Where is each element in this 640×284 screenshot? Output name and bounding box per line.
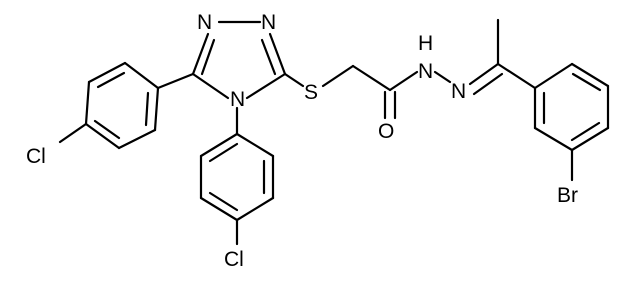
bond-c3-s <box>283 72 305 88</box>
bond-bottom-ring-inner-3 <box>208 142 239 163</box>
bond-bottom-ring-inner-2 <box>208 191 239 212</box>
bond-left-ring-inner-3 <box>144 91 150 127</box>
bond-left-ring-1 <box>123 61 160 90</box>
bond-bottom-ring-1 <box>235 132 275 158</box>
bond-c3-n4 <box>245 72 287 100</box>
bond-left-ring-3 <box>84 80 91 126</box>
bond-br-ring-2 <box>570 62 610 88</box>
atom-n-imine: N <box>451 80 466 103</box>
bond-br-ring-5 <box>533 126 574 152</box>
bond-n2-c3-double <box>260 38 277 76</box>
atom-nh-h: H <box>418 32 433 55</box>
bond-c5-n1 <box>191 32 210 76</box>
bond-n2-c3 <box>268 32 287 76</box>
bond-n-c-imine-double <box>472 72 504 96</box>
bond-left-ring-4 <box>84 122 121 150</box>
atom-n2: N <box>261 11 276 34</box>
bond-nh-n <box>433 70 452 84</box>
bond-left-ring-6 <box>153 86 160 132</box>
atom-cl-left: Cl <box>26 145 46 168</box>
atom-nh-n: N <box>418 60 433 83</box>
bond-n4-c5 <box>191 72 230 100</box>
bond-left-ring-2 <box>87 61 127 84</box>
atom-labels: N N N S O H N N Cl Cl Br <box>26 11 578 271</box>
bond-left-ring-inner-2 <box>93 119 121 140</box>
atom-n4: N <box>230 88 245 111</box>
atom-o: O <box>378 120 394 143</box>
bond-bottom-ring-4 <box>199 196 239 222</box>
bond-c5-n1-double <box>200 38 216 76</box>
bond-n-c-imine <box>468 62 500 86</box>
bond-bottom-ring-3 <box>235 196 275 222</box>
bond-left-ring-cl <box>58 122 88 144</box>
bond-bottom-ring-6 <box>199 132 239 158</box>
bond-br-ring-inner-2 <box>570 121 601 142</box>
bond-br-ring-4 <box>570 126 610 152</box>
bond-c5-left-ring <box>156 72 195 90</box>
bond-s-ch2 <box>321 64 355 88</box>
atom-cl-bottom: Cl <box>224 248 244 271</box>
bond-carbonyl-nh <box>388 70 419 92</box>
bond-imine-aryl <box>496 62 537 90</box>
bond-ch2-carbonyl <box>351 64 392 92</box>
atom-br: Br <box>557 184 578 207</box>
atom-s: S <box>304 81 318 104</box>
bond-br-ring-1 <box>533 62 574 90</box>
bond-left-ring-inner-1 <box>96 71 126 89</box>
bonds <box>58 18 610 246</box>
atom-n1: N <box>197 11 212 34</box>
bond-left-ring-5 <box>117 128 157 150</box>
bond-br-ring-inner-1 <box>571 72 602 92</box>
